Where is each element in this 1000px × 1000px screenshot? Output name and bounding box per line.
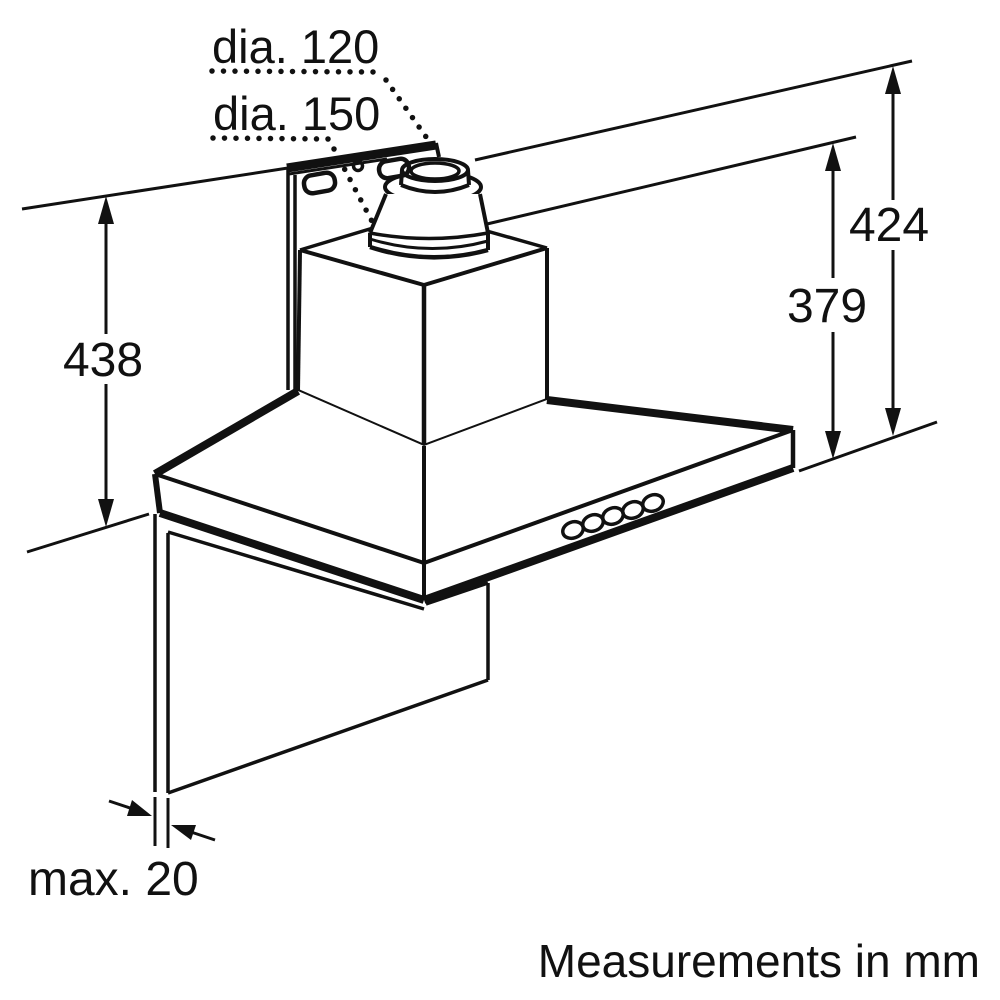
units-note: Measurements in mm — [538, 935, 980, 987]
duct-front-right-top-edge — [423, 246, 548, 287]
collar-cone-right-edge — [478, 193, 490, 234]
back-panel-bar-end-hook — [434, 142, 441, 158]
collar-neck-bottom-rim — [400, 183, 470, 194]
canopy — [152, 387, 794, 563]
leader-dia-150-pointer — [331, 146, 378, 230]
collar-opening-120 — [409, 161, 461, 181]
dimension-379: 379 — [787, 143, 867, 459]
duct-left-face — [298, 250, 424, 446]
rim-top-right-edge — [423, 428, 794, 565]
dimension-424: 424 — [849, 66, 929, 436]
leader-dia-120-pointer — [383, 77, 439, 154]
mounting-slot-right — [376, 156, 412, 181]
dim-379-label: 379 — [787, 280, 867, 333]
rim-left-corner-edge — [152, 473, 163, 514]
wall-reference-lines — [21, 59, 938, 554]
dim-438-arrow-up — [98, 196, 114, 224]
rim-left-band — [155, 474, 424, 600]
dim-max20-label: max. 20 — [28, 853, 199, 906]
dim-379-arrow-up — [825, 143, 841, 171]
dim-438-arrow-down — [98, 499, 114, 527]
dim-424-arrow-up — [885, 66, 901, 94]
rim-bottom-left-edge — [158, 509, 426, 604]
back-panel-top-inner-line — [288, 157, 388, 176]
canopy-right-face — [424, 400, 793, 563]
wall-line-upper-right — [474, 59, 913, 162]
wall-line-upper-left — [21, 166, 289, 211]
collar-base-bottom-rim — [369, 244, 489, 260]
duct-collar — [368, 156, 490, 260]
rim-bottom-right-edge — [422, 464, 795, 604]
leader-dia-150-underline — [210, 135, 331, 142]
control-button — [641, 492, 665, 514]
leader-dia-120-underline — [209, 68, 381, 75]
collar-neck-right-edge — [466, 169, 471, 186]
dim-424-arrow-down — [885, 408, 901, 436]
panel-top-right-edge — [425, 581, 489, 606]
label-dia-120: dia. 120 — [212, 20, 379, 73]
rim-lower-lip-line — [167, 530, 425, 611]
dimension-438: 438 — [63, 196, 143, 527]
label-dia-150: dia. 150 — [213, 87, 380, 140]
diameter-leaders — [209, 68, 439, 230]
back-mounting-panel — [286, 140, 441, 391]
hood-rim — [152, 428, 796, 611]
canopy-left-face — [155, 391, 424, 563]
dim-max20-arrow-right — [171, 825, 196, 840]
duct-front-left-top-edge — [299, 248, 425, 287]
lower-wall-panel — [153, 514, 490, 795]
wall-line-lower-right — [798, 420, 938, 473]
dim-438-label: 438 — [63, 334, 143, 387]
dim-424-label: 424 — [849, 199, 929, 252]
control-buttons — [561, 492, 665, 541]
wall-line-mid-right — [486, 135, 857, 226]
mounting-slot-left — [301, 170, 338, 196]
mounting-hole — [351, 159, 365, 173]
collar-base-seam-line — [369, 237, 489, 250]
collar-base-top-seam — [369, 231, 489, 241]
dim-379-arrow-down — [825, 431, 841, 459]
duct-left-edge — [296, 249, 302, 392]
wall-line-lower-left — [26, 512, 150, 554]
collar-cone-face — [370, 194, 488, 233]
dim-max20-arrow-left — [127, 800, 152, 816]
canopy-right-slope-edge — [546, 396, 794, 434]
dimension-max-20: max. 20 — [28, 797, 216, 906]
duct-right-face — [424, 248, 547, 446]
back-panel-top-bar — [286, 140, 437, 173]
rim-right-band — [424, 430, 793, 600]
canopy-left-slope-edge — [152, 387, 301, 478]
collar-cone-left-edge — [368, 193, 388, 234]
rim-top-left-edge — [154, 472, 425, 565]
panel-bottom-edge — [167, 678, 489, 795]
collar-base-face — [370, 233, 488, 258]
